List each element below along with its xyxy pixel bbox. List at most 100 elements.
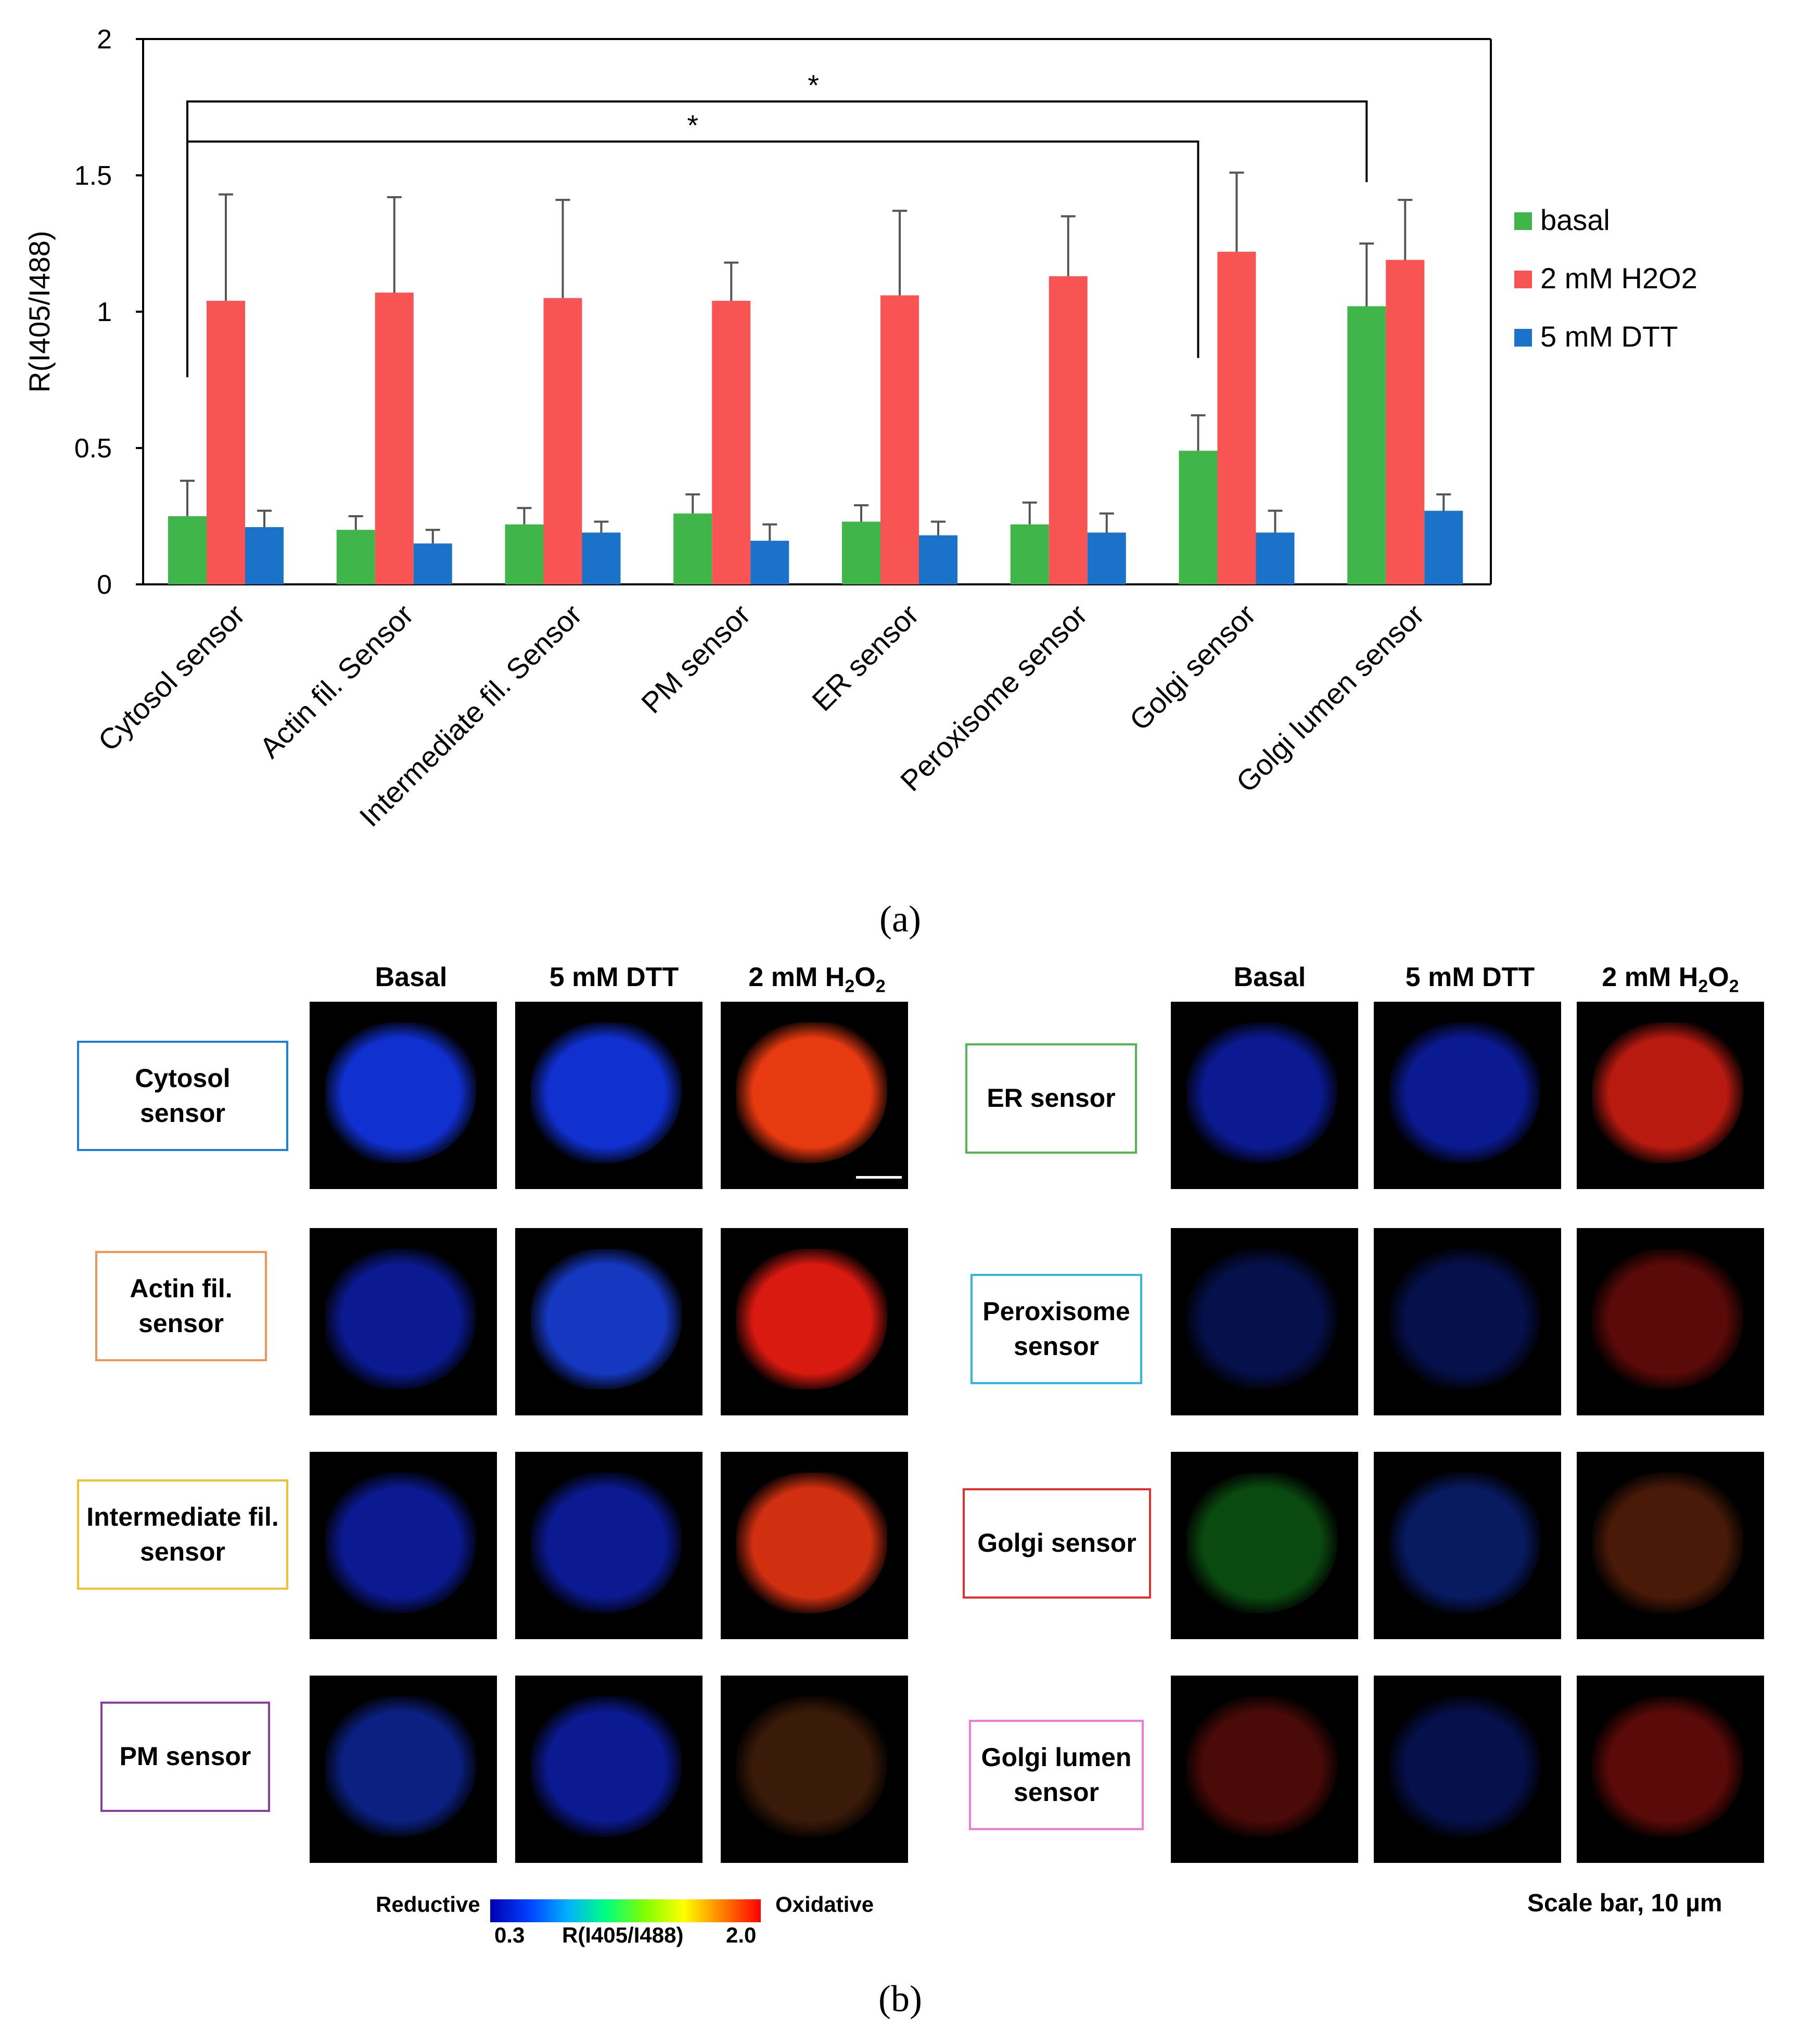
colorbar-min: 0.3 [494, 1923, 525, 1947]
y-tick-label-4: 2 [97, 24, 112, 55]
legend-swatch-2 [1514, 329, 1532, 347]
micrograph-left-2-basal [310, 1452, 497, 1639]
legend-swatch-0 [1514, 212, 1532, 230]
cell-signal [1592, 1249, 1743, 1389]
bar-5-1 [1049, 276, 1088, 584]
bar-2-1 [543, 298, 582, 584]
micrograph-right-0-dtt [1374, 1002, 1561, 1189]
label-er-sensor: ER sensor [965, 1043, 1137, 1154]
cell-signal [736, 1023, 887, 1163]
cell-signal [1186, 1023, 1337, 1163]
significance-bracket-0 [186, 100, 1368, 377]
significance-star-0: * [808, 69, 819, 101]
cell-signal [1389, 1249, 1540, 1389]
bar-4-2 [919, 535, 957, 584]
bar-0-0 [168, 516, 207, 584]
micrograph-right-0-h2o2 [1577, 1002, 1764, 1189]
x-category-label-7: Golgi lumen sensor [1230, 598, 1430, 799]
micrograph-left-2-dtt [515, 1452, 702, 1639]
micrograph-right-1-h2o2 [1577, 1228, 1764, 1415]
cell-signal [736, 1696, 887, 1837]
cell-signal [1186, 1249, 1337, 1389]
micrograph-left-3-h2o2 [721, 1676, 908, 1863]
bar-0-1 [207, 301, 245, 584]
bar-7-0 [1347, 306, 1386, 584]
x-category-label-1: Actin fil. Sensor [253, 598, 420, 764]
x-category-label-6: Golgi sensor [1123, 598, 1262, 737]
bar-6-0 [1179, 451, 1218, 584]
cell-signal [1592, 1696, 1743, 1837]
colorbar-left-label: Reductive [376, 1892, 480, 1917]
micrograph-right-3-h2o2 [1577, 1676, 1764, 1863]
cell-signal [531, 1249, 682, 1389]
bar-4-1 [880, 295, 919, 584]
bar-2-2 [582, 532, 621, 584]
micrograph-left-1-h2o2 [721, 1228, 908, 1415]
x-category-label-0: Cytosol sensor [92, 598, 251, 757]
cell-signal [325, 1249, 476, 1389]
y-tick-label-3: 1.5 [74, 161, 112, 191]
micrograph-right-2-basal [1171, 1452, 1358, 1639]
cell-signal [325, 1473, 476, 1613]
cell-signal [325, 1023, 476, 1163]
micrograph-left-1-basal [310, 1228, 497, 1415]
micrograph-left-0-dtt [515, 1002, 702, 1189]
micrograph-left-0-basal [310, 1002, 497, 1189]
bar-7-1 [1386, 260, 1425, 584]
label-golgi-sensor: Golgi sensor [963, 1488, 1151, 1599]
panel-b-label: (b) [878, 1978, 922, 2020]
micrograph-left-2-h2o2 [721, 1452, 908, 1639]
x-category-label-5: Peroxisome sensor [894, 598, 1093, 797]
cell-signal [1592, 1473, 1743, 1613]
micrograph-left-3-dtt [515, 1676, 702, 1863]
cell-signal [531, 1023, 682, 1163]
micrograph-right-1-basal [1171, 1228, 1358, 1415]
label-actin-sensor: Actin fil.sensor [95, 1251, 267, 1361]
bar-2-0 [505, 524, 544, 584]
bar-1-0 [336, 530, 375, 584]
label-pm-sensor: PM sensor [100, 1702, 270, 1812]
bar-1-1 [375, 292, 414, 584]
bar-7-2 [1424, 510, 1463, 584]
micrograph-left-3-basal [310, 1676, 497, 1863]
cell-signal [325, 1696, 476, 1837]
cell-signal [531, 1696, 682, 1837]
legend-label-0: basal [1540, 203, 1610, 236]
legend-label-2: 5 mM DTT [1540, 320, 1678, 353]
bar-6-2 [1256, 532, 1295, 584]
cell-signal [1592, 1023, 1743, 1163]
scale-bar-line [856, 1176, 902, 1179]
cell-signal [736, 1249, 887, 1389]
micrograph-right-2-dtt [1374, 1452, 1561, 1639]
y-axis-label: R(I405/I488) [23, 231, 56, 392]
micrograph-right-0-basal [1171, 1002, 1358, 1189]
y-tick-label-2: 1 [97, 297, 112, 327]
micrograph-right-1-dtt [1374, 1228, 1561, 1415]
bar-3-2 [750, 541, 789, 584]
header-dtt-left: 5 mM DTT [549, 962, 679, 992]
significance-star-1: * [687, 109, 698, 142]
micrograph-left-0-h2o2 [721, 1002, 908, 1189]
micrograph-left-1-dtt [515, 1228, 702, 1415]
significance-bracket-1 [186, 140, 1199, 377]
legend-swatch-1 [1514, 271, 1532, 288]
micrograph-right-3-basal [1171, 1676, 1358, 1863]
legend-label-1: 2 mM H2O2 [1540, 262, 1697, 295]
bar-3-0 [673, 513, 712, 584]
cell-signal [1186, 1473, 1337, 1613]
colorbar-title: R(I405/I488) [562, 1923, 684, 1947]
colorbar-right-label: Oxidative [775, 1892, 874, 1917]
micrograph-right-3-dtt [1374, 1676, 1561, 1863]
bar-6-1 [1217, 251, 1256, 585]
x-category-label-3: PM sensor [635, 598, 757, 720]
cell-signal [1186, 1696, 1337, 1837]
bar-3-1 [712, 301, 751, 584]
y-tick-label-0: 0 [97, 570, 112, 600]
cell-signal [1389, 1023, 1540, 1163]
colorbar-gradient [490, 1899, 761, 1922]
cell-signal [1389, 1473, 1540, 1613]
bar-5-0 [1010, 524, 1049, 584]
